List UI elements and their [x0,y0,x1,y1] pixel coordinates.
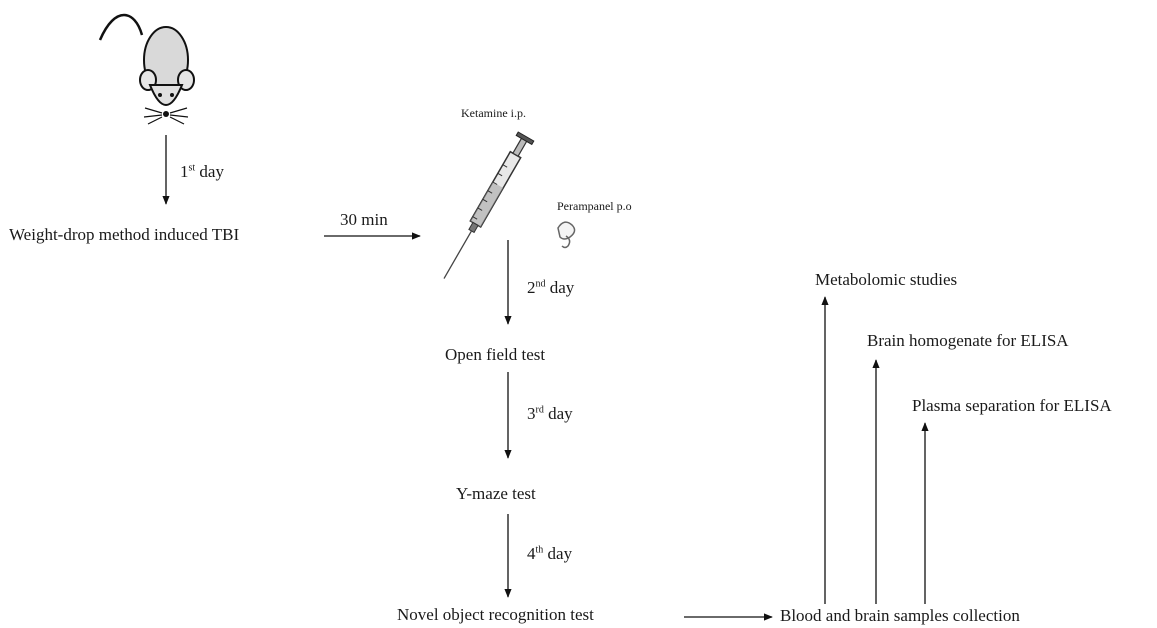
step-collection: Blood and brain samples collection [780,606,1020,625]
drug-ketamine: Ketamine i.p. [461,106,526,120]
step-induction: Weight-drop method induced TBI [9,225,240,244]
step-open-field: Open field test [445,345,546,364]
day-label-4: 4th day [527,544,573,563]
mouse-icon [98,13,195,125]
connector-arrows [162,135,929,621]
step-ymaze: Y-maze test [456,484,536,503]
syringe-icon [443,131,535,279]
output-metabolomic: Metabolomic studies [815,270,958,289]
drug-perampanel: Perampanel p.o [557,199,632,213]
day-label-1: 1st day [180,162,224,181]
output-plasma-elisa: Plasma separation for ELISA [912,396,1112,415]
output-brain-elisa: Brain homogenate for ELISA [867,331,1069,350]
pill-icon [557,221,576,249]
step-nor: Novel object recognition test [397,605,594,624]
interval-label: 30 min [340,210,388,229]
day-label-3: 3rd day [527,404,573,423]
day-label-2: 2nd day [527,278,575,297]
